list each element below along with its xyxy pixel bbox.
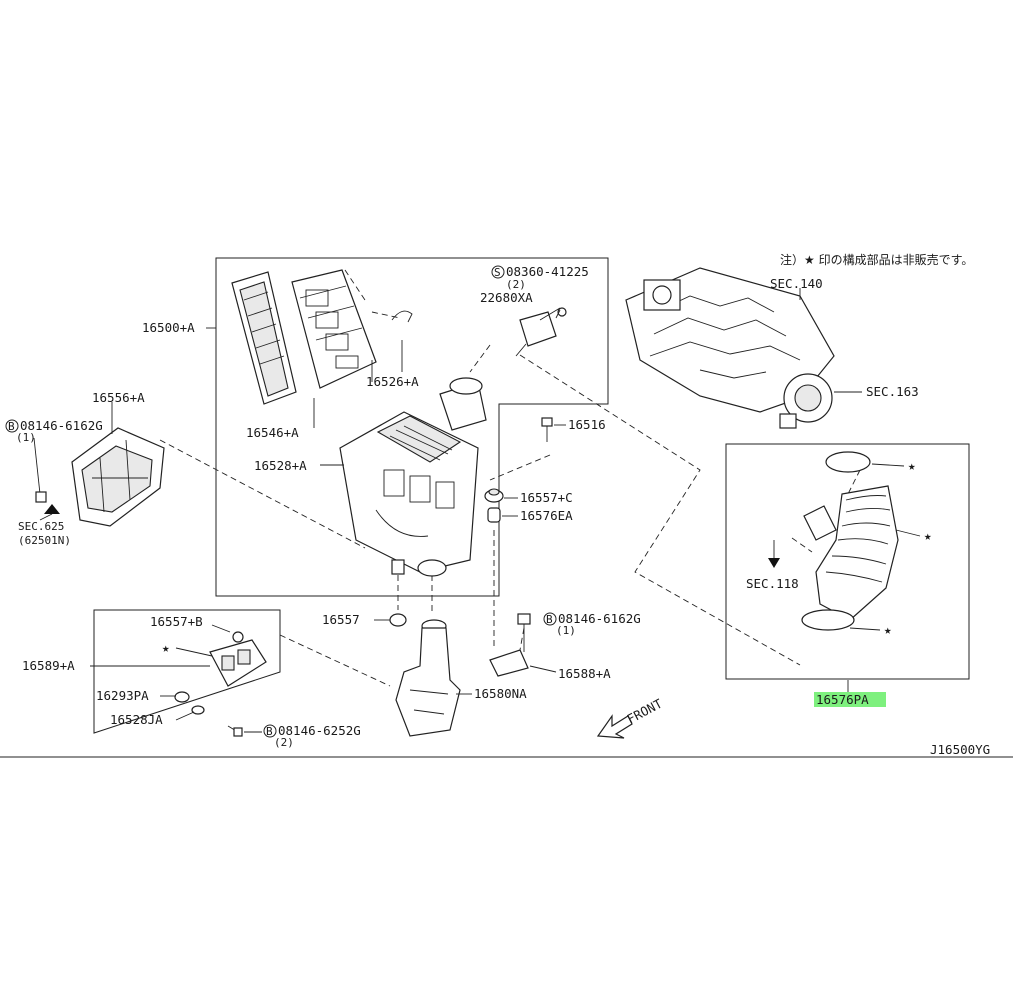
label-16500A: 16500+A [142, 320, 195, 335]
label-08146-6252G: 08146-6252G [278, 723, 361, 738]
svg-text:★: ★ [908, 458, 916, 473]
front-label: FRONT [624, 696, 665, 727]
screw-s-icon: S [491, 265, 505, 279]
label-08146-6162G-mid: 08146-6162G [558, 611, 641, 626]
label-qty2-top: (2) [506, 278, 526, 291]
bolt-b-icon: B [263, 724, 277, 738]
label-qty2-bottom: (2) [274, 736, 294, 749]
bracket-16588A [489, 613, 531, 677]
bracket-assembly-box [93, 609, 281, 734]
label-16588A: 16588+A [558, 666, 611, 681]
label-16557B: 16557+B [150, 614, 203, 629]
grommet-16557C [484, 488, 504, 503]
label-16589A: 16589+A [22, 658, 75, 673]
label-16576EA: 16576EA [520, 508, 573, 523]
label-22680XA: 22680XA [480, 290, 533, 305]
label-16528JA: 16528JA [110, 712, 163, 727]
leader-lines [90, 288, 862, 733]
air-cleaner-body [339, 377, 487, 577]
label-16528A: 16528+A [254, 458, 307, 473]
label-16516: 16516 [568, 417, 606, 432]
air-duct-box [725, 443, 970, 680]
bolt-b-icon: B [543, 612, 557, 626]
label-16576PA: 16576PA [816, 692, 869, 707]
label-qty1-left: (1) [16, 431, 36, 444]
bolt-left [33, 437, 47, 503]
label-16546A: 16546+A [246, 425, 299, 440]
label-qty1-mid: (1) [556, 624, 576, 637]
svg-text:S: S [494, 266, 501, 279]
label-16526A: 16526+A [366, 374, 419, 389]
air-duct-hose [801, 451, 899, 631]
diagram-code: J16500YG [930, 742, 990, 757]
bracket-16589A [174, 631, 267, 737]
star-icon: ★ [162, 640, 170, 655]
svg-text:B: B [546, 613, 553, 626]
grommet-16576EA [487, 507, 501, 523]
throttle-body [779, 373, 833, 429]
label-16293PA: 16293PA [96, 688, 149, 703]
svg-text:★: ★ [162, 640, 170, 655]
bolt-16516 [541, 417, 553, 442]
air-inlet-duct [71, 427, 165, 527]
label-sec118: SEC.118 [746, 576, 799, 591]
svg-text:★: ★ [884, 622, 892, 637]
arrow-down-icon [39, 504, 60, 521]
grommet-16557 [389, 613, 407, 627]
label-sec163: SEC.163 [866, 384, 919, 399]
label-sec625: SEC.625 [18, 520, 64, 533]
label-08360-41225: 08360-41225 [506, 264, 589, 279]
main-assembly-box [215, 257, 609, 597]
mass-airflow-sensor [515, 307, 567, 357]
svg-text:★: ★ [924, 528, 932, 543]
label-08146-6162G-left: 08146-6162G [20, 418, 103, 433]
air-cleaner-upper-case [291, 269, 413, 389]
label-16557: 16557 [322, 612, 360, 627]
label-62501N: (62501N) [18, 534, 71, 547]
svg-text:B: B [8, 420, 15, 433]
svg-text:B: B [266, 725, 273, 738]
label-16580NA: 16580NA [474, 686, 527, 701]
intake-manifold [625, 267, 835, 413]
note-text: 注）★ 印の構成部品は非販売です。 [780, 252, 973, 267]
part-number-highlight [814, 692, 886, 707]
bolt-b-icon: B [5, 419, 19, 433]
resonator-16580NA [395, 619, 461, 737]
label-sec140: SEC.140 [770, 276, 823, 291]
label-16556A: 16556+A [92, 390, 145, 405]
air-filter-element [231, 271, 297, 405]
star-icon: ★ [908, 458, 916, 473]
arrow-down-icon [768, 540, 780, 568]
star-icon: ★ [884, 622, 892, 637]
star-icon: ★ [924, 528, 932, 543]
front-arrow-icon [596, 714, 633, 739]
label-16557C: 16557+C [520, 490, 573, 505]
